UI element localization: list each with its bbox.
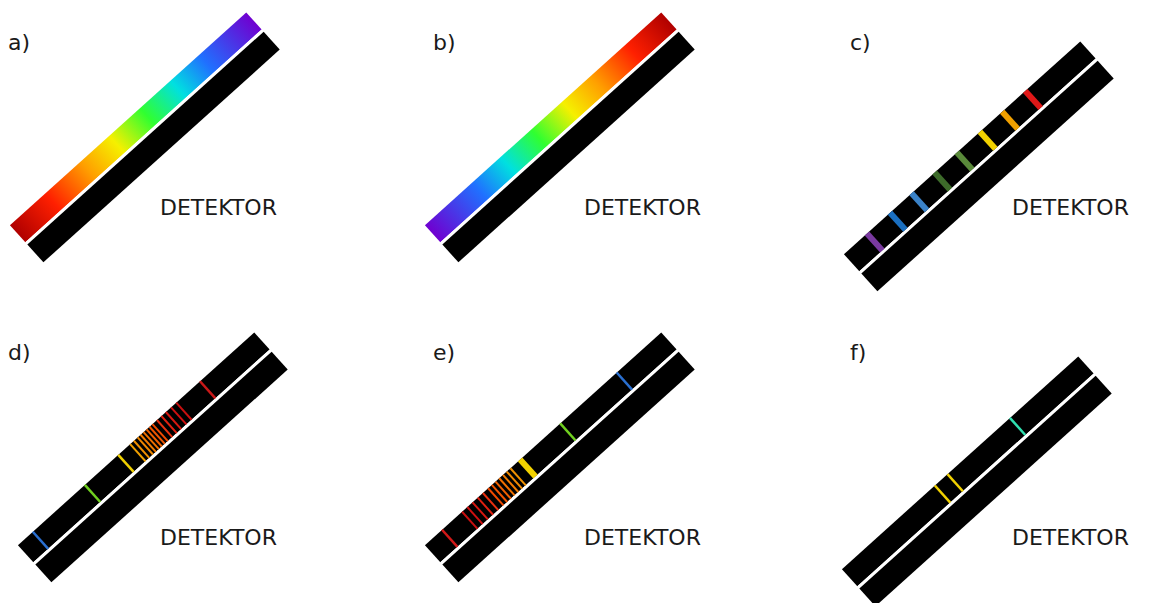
spectral-line [1000, 110, 1020, 131]
spectral-line [616, 372, 633, 391]
spectral-line [909, 191, 929, 212]
spectral-line [978, 130, 998, 151]
detector-bar [35, 352, 287, 583]
spectral-line [461, 511, 478, 529]
spectral-line [510, 468, 527, 486]
spectral-line [518, 458, 538, 479]
spectrum-panel [10, 12, 280, 262]
spectral-line [152, 423, 169, 441]
separator-line [857, 373, 1095, 588]
spectrum-panel [18, 332, 288, 582]
detector-label: DETEKTOR [1012, 525, 1129, 551]
spectral-line [467, 506, 484, 524]
spectral-line [482, 492, 499, 510]
spectral-line [1023, 89, 1043, 110]
spectral-line [170, 407, 187, 425]
spectral-line [934, 485, 951, 504]
spectral-line [165, 411, 182, 429]
spectral-line [865, 231, 885, 252]
spectral-line [477, 497, 494, 515]
detector-bar [859, 376, 1111, 603]
detector-bar [27, 32, 279, 263]
detector-label: DETEKTOR [1012, 195, 1129, 221]
detector-label: DETEKTOR [160, 195, 277, 221]
spectral-line [84, 484, 101, 503]
spectral-line [175, 402, 192, 420]
spectral-line [472, 502, 489, 520]
panel-letter: f) [850, 340, 866, 366]
detector-bar [861, 61, 1113, 292]
separator-line [859, 58, 1097, 273]
spectrum-bar [844, 41, 1096, 271]
spectral-line [1009, 417, 1026, 436]
spectral-line [441, 529, 458, 548]
spectral-line [559, 423, 576, 442]
detector-label: DETEKTOR [584, 525, 701, 551]
spectral-line [156, 419, 173, 437]
spectral-line [32, 531, 49, 550]
panel-letter: b) [433, 30, 456, 56]
spectrum-panel [844, 41, 1114, 291]
spectrum-bar [842, 356, 1094, 586]
panel-letter: d) [8, 340, 31, 366]
spectral-line [932, 171, 952, 192]
panel-letter: c) [850, 30, 871, 56]
spectrum-panel [425, 12, 695, 262]
spectral-line [955, 150, 975, 171]
detector-label: DETEKTOR [584, 195, 701, 221]
spectral-line [161, 415, 178, 433]
detector-bar [442, 32, 694, 263]
spectral-line [117, 454, 134, 473]
panel-letter: e) [433, 340, 455, 366]
spectral-line [199, 380, 216, 399]
spectrum-panel [842, 356, 1112, 603]
detector-label: DETEKTOR [160, 525, 277, 551]
spectral-line [888, 211, 908, 232]
panel-letter: a) [8, 30, 30, 56]
spectral-line [947, 473, 964, 492]
